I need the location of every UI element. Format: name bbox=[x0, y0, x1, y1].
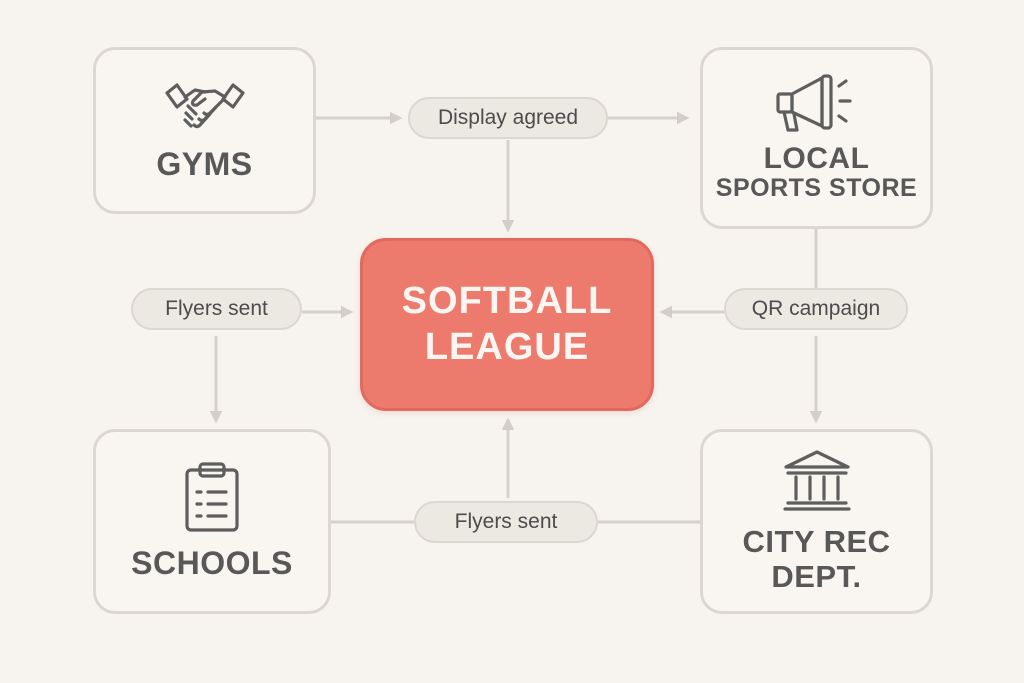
gyms-label: GYMS bbox=[156, 145, 253, 182]
softball-league-node: SOFTBALL LEAGUE bbox=[360, 238, 654, 411]
edge-label-flyers-sent-bottom: Flyers sent bbox=[414, 501, 598, 543]
megaphone-icon bbox=[775, 74, 852, 132]
local-sports-store-node: LOCAL SPORTS STORE bbox=[700, 47, 933, 229]
league-title-line1: SOFTBALL bbox=[401, 279, 613, 322]
gyms-node: GYMS bbox=[93, 47, 316, 214]
edge-label-display-agreed: Display agreed bbox=[408, 97, 608, 139]
clipboard-icon bbox=[185, 462, 239, 532]
rec-label-line2: DEPT. bbox=[771, 558, 862, 594]
schools-node: SCHOOLS bbox=[93, 429, 331, 614]
rec-label-line1: CITY REC bbox=[742, 524, 891, 560]
store-label-line1: LOCAL bbox=[763, 141, 870, 175]
edge-label-qr-campaign: QR campaign bbox=[724, 288, 908, 330]
city-rec-dept-node: CITY REC DEPT. bbox=[700, 429, 933, 614]
handshake-icon bbox=[164, 83, 245, 128]
edge-label-flyers-sent-left: Flyers sent bbox=[131, 288, 302, 330]
league-title-line2: LEAGUE bbox=[424, 325, 590, 368]
government-building-icon bbox=[782, 450, 851, 512]
store-label-line2: SPORTS STORE bbox=[715, 173, 918, 202]
schools-label: SCHOOLS bbox=[131, 544, 293, 581]
